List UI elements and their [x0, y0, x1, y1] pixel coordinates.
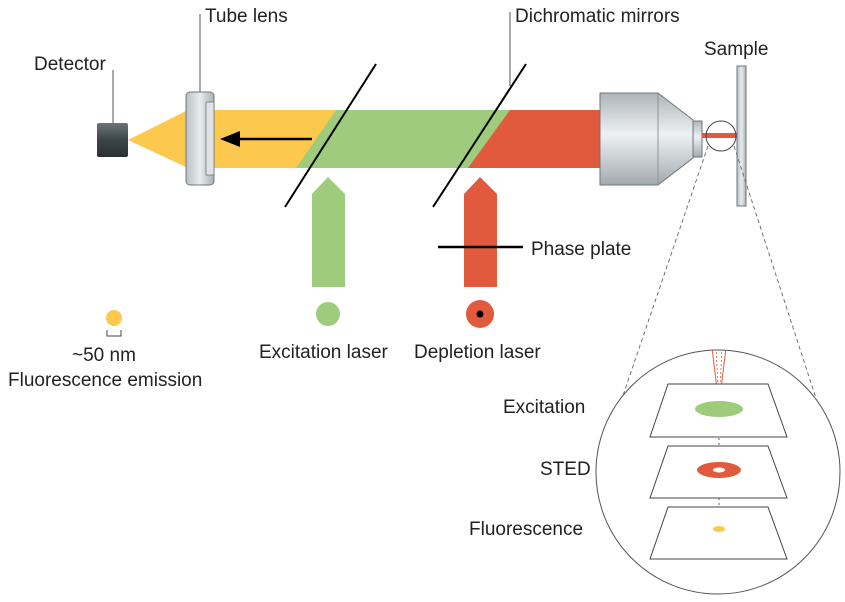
fluorescence-spot-icon — [106, 310, 122, 326]
excitation-beam — [290, 110, 510, 168]
excitation-spot-plane-icon — [695, 401, 743, 417]
detector-icon — [97, 123, 128, 157]
return-arrow-icon — [220, 131, 312, 147]
excitation-laser-arrow — [312, 177, 345, 287]
fluorescence-emission-label: Fluorescence emission — [8, 370, 202, 391]
phase-plate-label: Phase plate — [531, 239, 631, 260]
fluorescence-cone — [128, 110, 188, 168]
excitation-spot-icon — [316, 302, 340, 326]
sted-ring-hole-icon — [713, 467, 725, 473]
depletion-center-icon — [476, 310, 484, 318]
inset-fluorescence-label: Fluorescence — [469, 519, 583, 540]
size-label: ~50 nm — [72, 345, 136, 366]
focus-region-circle — [705, 120, 737, 152]
scale-bracket-icon — [106, 330, 122, 337]
excitation-laser-label: Excitation laser — [259, 342, 389, 363]
sample-slide — [736, 65, 747, 207]
focus-beam — [702, 133, 738, 138]
sample-label: Sample — [704, 39, 768, 60]
dichromatic-mirrors-label: Dichromatic mirrors — [515, 6, 680, 27]
fluorescence-plane — [649, 506, 788, 560]
inset-magnified-view — [595, 349, 841, 595]
tube-lens-icon — [185, 91, 215, 186]
dichromatic-mirror-2 — [432, 63, 527, 208]
dichromatic-mirror-1 — [284, 63, 377, 208]
inset-sted-label: STED — [540, 459, 591, 480]
inset-excitation-label: Excitation — [503, 397, 585, 418]
depletion-laser-label: Depletion laser — [414, 342, 541, 363]
depletion-laser-arrow — [464, 177, 497, 287]
tube-lens-label: Tube lens — [205, 6, 288, 27]
detector-label: Detector — [34, 54, 106, 75]
objective-lens-icon — [599, 92, 703, 186]
fluorescence-dot-icon — [713, 526, 725, 532]
beam-path — [128, 110, 608, 168]
